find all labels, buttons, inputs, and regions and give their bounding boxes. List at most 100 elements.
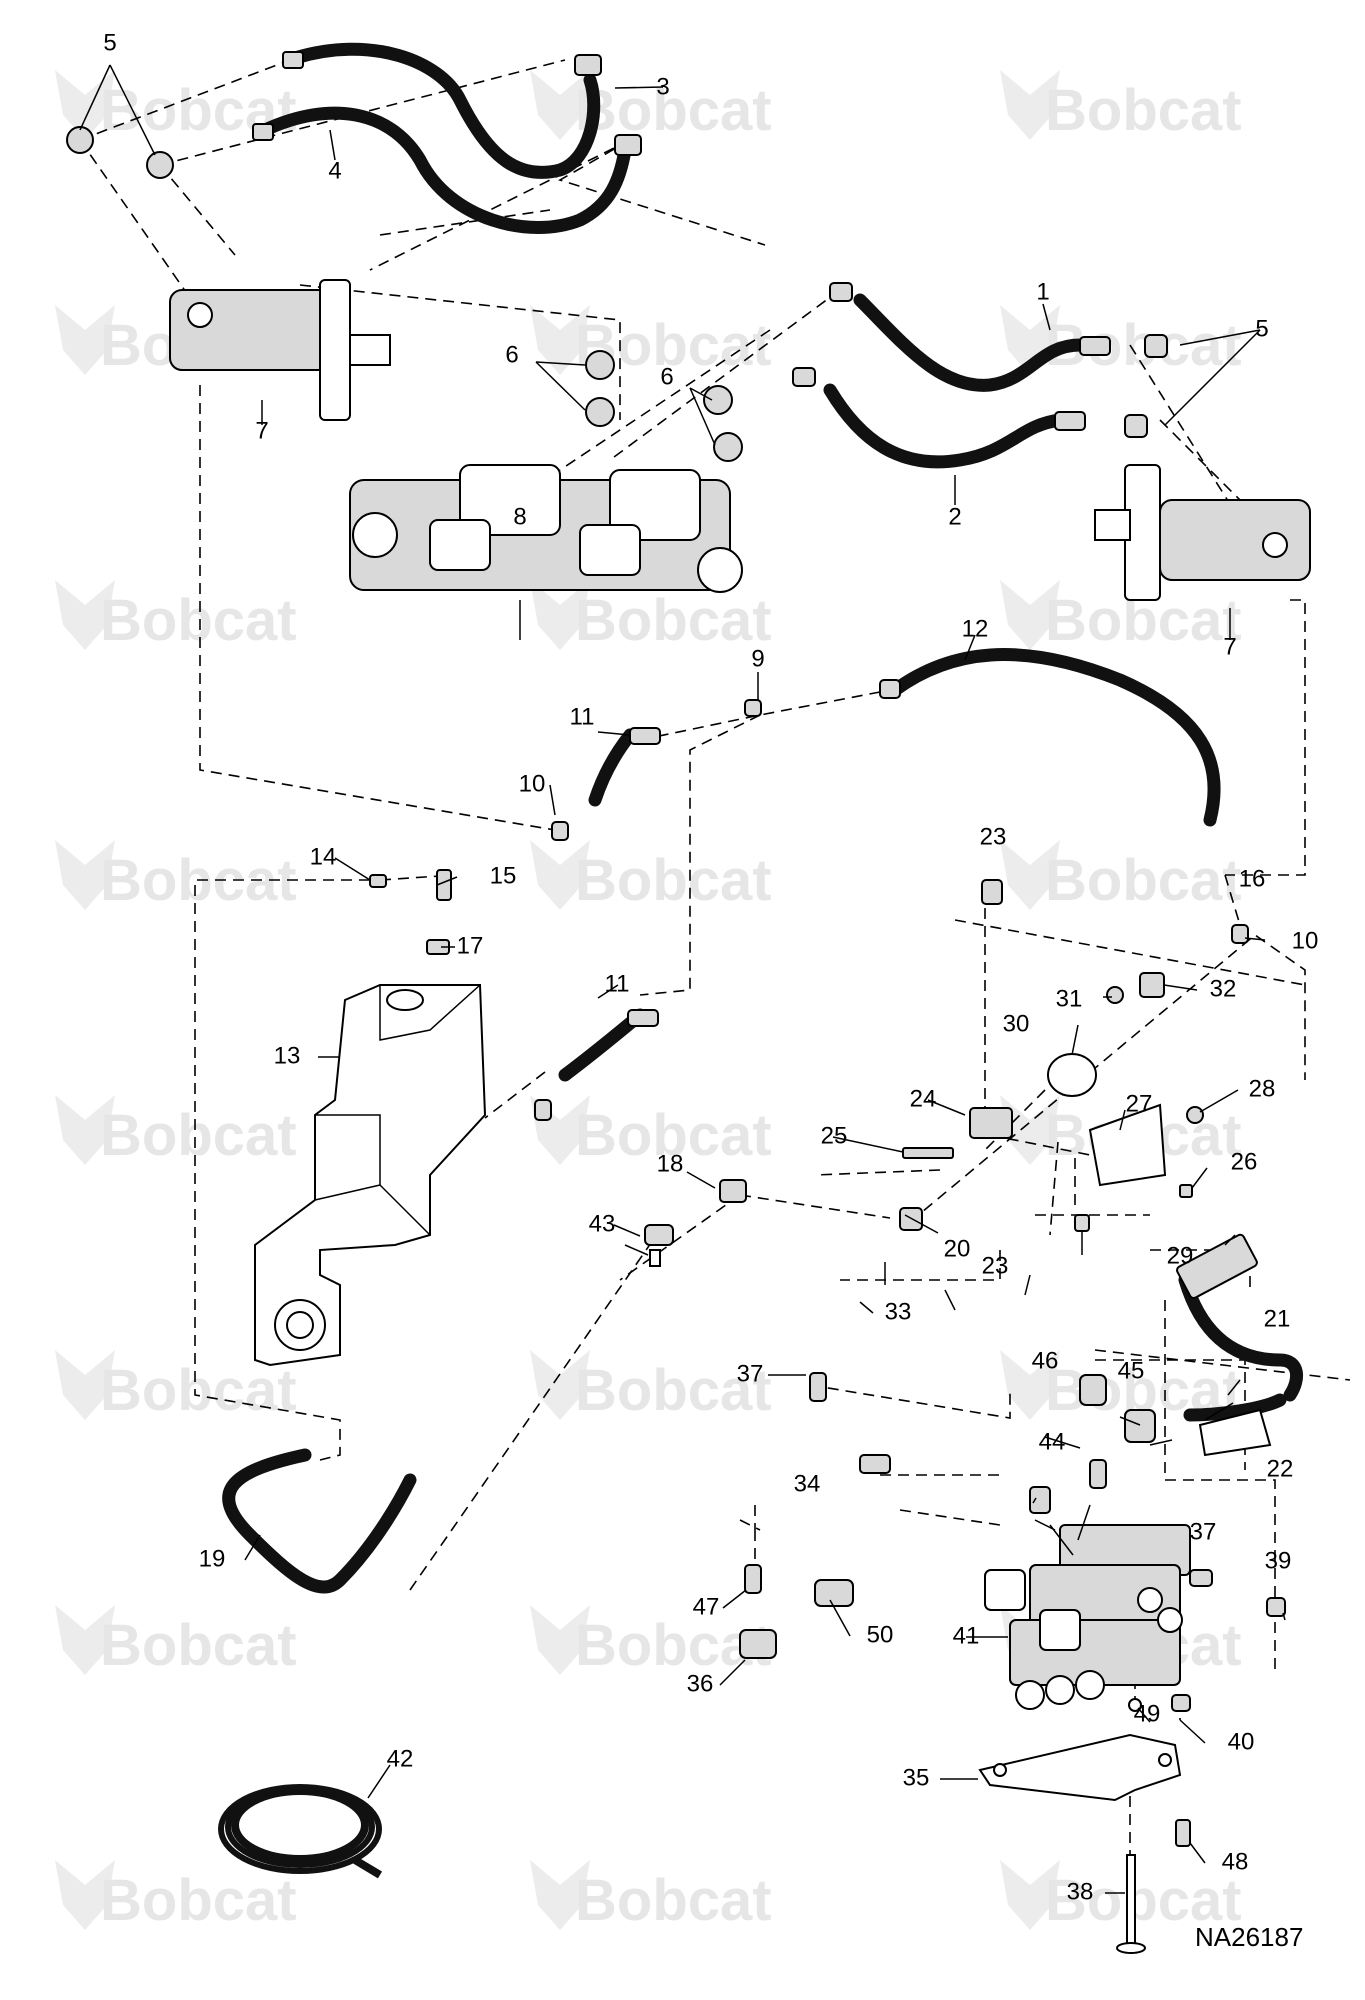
callout-24: 24 (910, 1085, 937, 1112)
callout-1: 1 (1036, 278, 1049, 305)
callout-6: 6 (505, 341, 518, 368)
callout-22: 22 (1267, 1455, 1294, 1482)
bracket (1088, 1103, 1167, 1187)
callout-9: 9 (751, 645, 764, 672)
callout-36: 36 (687, 1670, 714, 1697)
callout-44: 44 (1039, 1428, 1066, 1455)
watermark-text: Bobcat (100, 1868, 297, 1933)
drive-motor-left (169, 279, 391, 421)
callout-23: 23 (982, 1252, 1009, 1279)
callout-46: 46 (1032, 1347, 1059, 1374)
watermark-text: Bobcat (1045, 848, 1242, 913)
watermark-text: Bobcat (1045, 78, 1242, 143)
callout-33: 33 (885, 1298, 912, 1325)
callout-17: 17 (457, 932, 484, 959)
callout-13: 13 (274, 1042, 301, 1069)
watermark-logo-icon (55, 1860, 115, 1930)
watermark-logo-icon (1000, 70, 1060, 140)
control-valve-block (984, 1524, 1191, 1710)
watermark-text: Bobcat (100, 1103, 297, 1168)
callout-45: 45 (1118, 1357, 1145, 1384)
callout-15: 15 (490, 862, 517, 889)
watermark-logo-icon (530, 1860, 590, 1930)
callout-25: 25 (821, 1122, 848, 1149)
drive-motor-right (1094, 464, 1311, 601)
fittings (66, 51, 1286, 1954)
callout-32: 32 (1210, 975, 1237, 1002)
watermark-logo-icon (55, 580, 115, 650)
callout-43: 43 (589, 1210, 616, 1237)
callout-7: 7 (255, 417, 268, 444)
callout-48: 48 (1222, 1848, 1249, 1875)
callout-37: 37 (1190, 1518, 1217, 1545)
watermark-text: Bobcat (100, 1358, 297, 1423)
callout-12: 12 (962, 615, 989, 642)
watermark-logo-icon (1000, 580, 1060, 650)
mounting-plate (978, 1733, 1182, 1802)
drawing-id: NA26187 (1195, 1922, 1303, 1952)
watermark-text: Bobcat (100, 1613, 297, 1678)
watermark-logo-icon (55, 1605, 115, 1675)
watermark-logo-icon (530, 305, 590, 375)
callout-6: 6 (660, 363, 673, 390)
callout-4: 4 (328, 157, 341, 184)
watermark-logo-icon (1000, 1095, 1060, 1165)
leader-lines (79, 64, 1286, 1894)
callout-23: 23 (980, 823, 1007, 850)
callout-8: 8 (513, 503, 526, 530)
watermark-logo-icon (1000, 840, 1060, 910)
sensor (1176, 1233, 1258, 1300)
callout-42: 42 (387, 1745, 414, 1772)
callout-39: 39 (1265, 1547, 1292, 1574)
callout-2: 2 (948, 503, 961, 530)
callout-14: 14 (310, 843, 337, 870)
watermark-text: Bobcat (575, 1103, 772, 1168)
callout-27: 27 (1126, 1090, 1153, 1117)
callout-47: 47 (693, 1593, 720, 1620)
callout-21: 21 (1264, 1305, 1291, 1332)
callout-5: 5 (1255, 315, 1268, 342)
watermark-logo-icon (530, 840, 590, 910)
watermark-logo-icon (530, 1605, 590, 1675)
watermark-text: Bobcat (575, 848, 772, 913)
watermark-logo-icon (55, 1350, 115, 1420)
callout-5: 5 (103, 29, 116, 56)
callout-38: 38 (1067, 1878, 1094, 1905)
watermark-logo-icon (55, 1095, 115, 1165)
callout-37: 37 (737, 1360, 764, 1387)
watermark-text: Bobcat (575, 1868, 772, 1933)
hoses (222, 42, 1303, 1594)
watermark-logo-icon (55, 840, 115, 910)
watermark-text: Bobcat (100, 588, 297, 653)
callout-10: 10 (1292, 927, 1319, 954)
callout-35: 35 (903, 1764, 930, 1791)
sensor-bracket (1198, 1408, 1272, 1457)
callout-19: 19 (199, 1545, 226, 1572)
callout-18: 18 (657, 1150, 684, 1177)
watermark-logo-icon (55, 305, 115, 375)
tubing-coil (218, 1784, 383, 1879)
callout-7: 7 (1223, 633, 1236, 660)
watermark-text: Bobcat (575, 1358, 772, 1423)
callout-20: 20 (944, 1235, 971, 1262)
callout-41: 41 (953, 1622, 980, 1649)
callout-49: 49 (1134, 1700, 1161, 1727)
callout-26: 26 (1231, 1148, 1258, 1175)
watermark-text: Bobcat (1045, 1868, 1242, 1933)
callout-40: 40 (1228, 1728, 1255, 1755)
callout-3: 3 (656, 73, 669, 100)
callout-11: 11 (570, 703, 595, 730)
hydraulic-tank (254, 984, 487, 1367)
watermark-text: Bobcat (575, 588, 772, 653)
callout-50: 50 (867, 1621, 894, 1648)
callout-30: 30 (1003, 1010, 1030, 1037)
watermark-logo-icon (530, 580, 590, 650)
callout-11: 11 (605, 970, 630, 997)
callout-28: 28 (1249, 1075, 1276, 1102)
callout-10: 10 (519, 770, 546, 797)
callout-29: 29 (1167, 1242, 1194, 1269)
callout-34: 34 (794, 1470, 821, 1497)
